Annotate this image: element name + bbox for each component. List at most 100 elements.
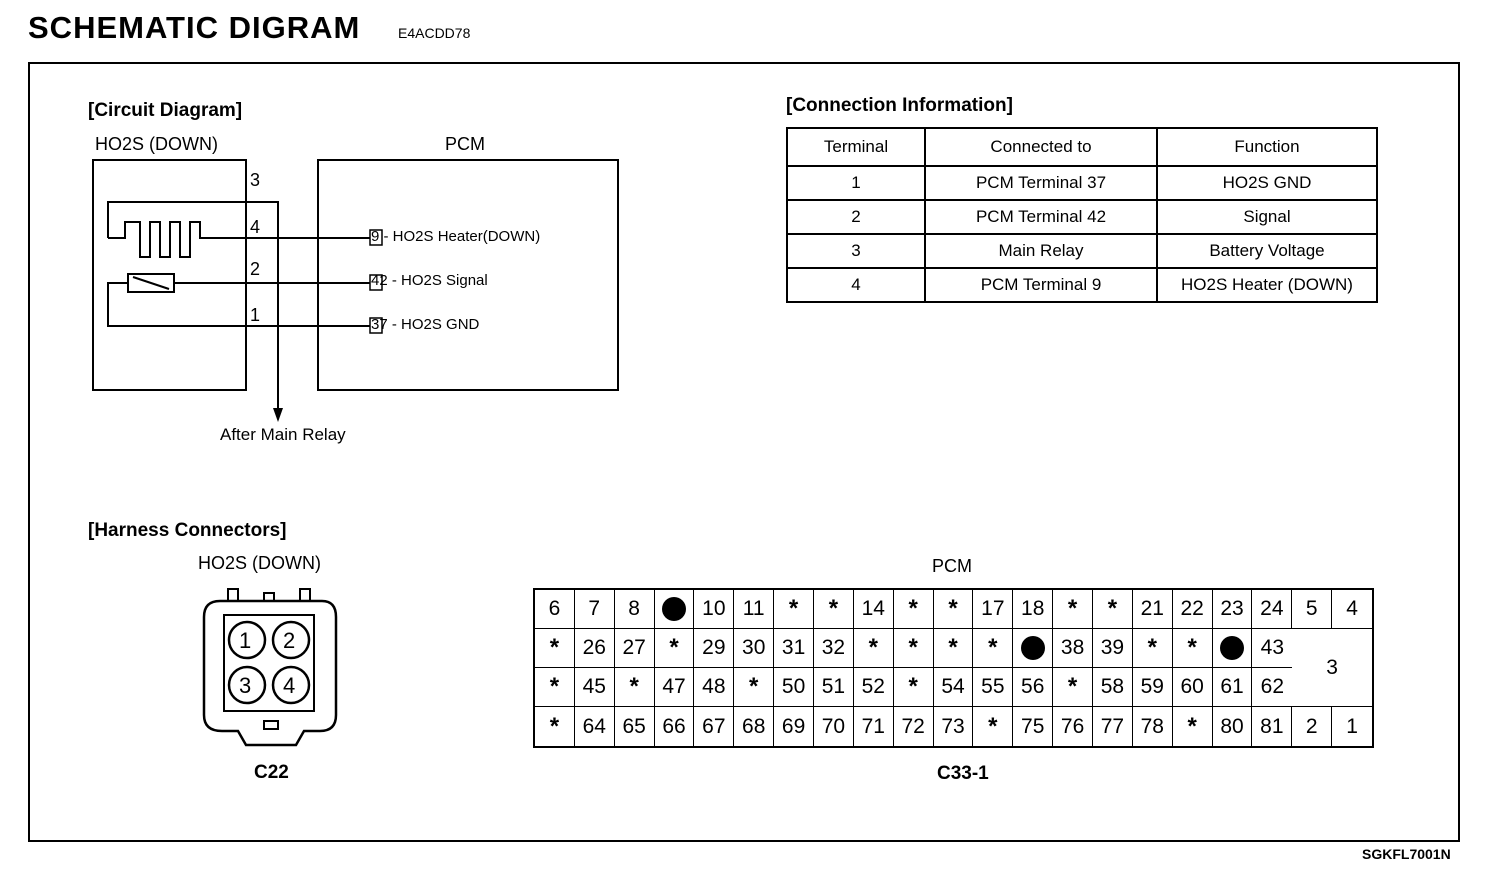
pcm-pin-cell: 39 (1093, 629, 1133, 668)
sensor-box (92, 159, 247, 391)
pcm-pin-cell: 81 (1252, 707, 1293, 746)
pcm-pin-unused: * (788, 595, 799, 622)
pcm-pin-cell: * (535, 707, 575, 746)
sensor-pin-label: 3 (250, 170, 261, 190)
pcm-pin-cell: 23 (1212, 590, 1253, 629)
pcm-pin-dot-icon (1219, 636, 1244, 660)
pcm-pin-cell: * (1173, 707, 1213, 746)
pcm-pin-cell: * (853, 629, 894, 668)
pcm-pin-unused: * (908, 595, 918, 622)
pcm-pin-cell: 56 (1013, 668, 1054, 707)
table-cell: PCM Terminal 9 (924, 267, 1158, 303)
pcm-pin-cell: 68 (734, 707, 775, 746)
pcm-pin-cell: 58 (1093, 668, 1133, 707)
pcm-pin-unused: * (948, 595, 958, 622)
sensor-connector-pin: 3 (239, 673, 252, 698)
sensor-pin-label: 4 (250, 217, 261, 237)
pcm-pin-cell: 69 (774, 707, 814, 746)
pcm-pin-unused: * (948, 634, 958, 661)
pcm-connector-id: C33-1 (937, 763, 989, 784)
pcm-pin-cell: 59 (1132, 668, 1173, 707)
pcm-pin-cell: 45 (574, 668, 615, 707)
sensor-connector-id: C22 (254, 762, 289, 783)
pcm-pin-cell: 73 (934, 707, 974, 746)
pcm-pin-cell: 76 (1053, 707, 1093, 746)
pcm-pin-unused: * (629, 673, 639, 700)
pcm-pin-cell: * (1132, 629, 1173, 668)
pcm-terminal-label: 9 - HO2S Heater(DOWN) (371, 228, 540, 245)
pcm-pin-cell: 54 (933, 668, 974, 707)
pcm-pin-cell: * (1172, 629, 1213, 668)
pcm-pin-unused: * (988, 712, 998, 740)
pcm-pin-cell: 7 (574, 590, 615, 629)
sensor-connector-icon (202, 588, 338, 747)
table-header: Terminal (786, 127, 926, 167)
table-cell: Battery Voltage (1156, 233, 1378, 269)
relay-label: After Main Relay (220, 425, 346, 444)
sensor-connector-pin: 1 (239, 628, 252, 653)
table-row: 1 PCM Terminal 37 HO2S GND (786, 165, 1378, 201)
pcm-pin-cell: 26 (574, 629, 615, 668)
pcm-pin-cell: 27 (614, 629, 655, 668)
pcm-pin-cell: 61 (1212, 668, 1253, 707)
pcm-terminal-box (369, 317, 383, 334)
relay-wire (246, 201, 279, 410)
pcm-pin-cell: * (933, 590, 974, 629)
heater-element-icon (107, 201, 278, 238)
pcm-pin-cell: 67 (694, 707, 735, 746)
pcm-pin-cell: 43 (1252, 629, 1293, 668)
table-header: Connected to (924, 127, 1158, 167)
table-cell: Main Relay (924, 233, 1158, 269)
pcm-pin-cell: * (933, 629, 974, 668)
pcm-pin-cell: * (614, 668, 655, 707)
pcm-terminal-label: 37 - HO2S GND (371, 316, 479, 333)
pcm-pin-cell: 48 (694, 668, 735, 707)
pcm-pin-unused: * (1107, 595, 1118, 622)
pcm-pin-cell: * (654, 629, 695, 668)
pcm-pin-cell: * (535, 629, 575, 668)
pcm-pin-cell: 14 (853, 590, 894, 629)
pcm-pin-cell: 62 (1252, 668, 1293, 707)
pcm-pin-unused: * (549, 712, 560, 740)
pcm-pin-cell: 51 (814, 668, 854, 707)
table-cell: 2 (786, 199, 926, 235)
sensor-pin-label: 1 (250, 305, 261, 325)
pcm-pin-unused: * (549, 634, 560, 661)
pcm-terminal-label: 42 - HO2S Signal (371, 272, 488, 289)
harness-connectors-heading: [Harness Connectors] (88, 520, 287, 541)
circuit-sensor-label: HO2S (DOWN) (95, 134, 218, 154)
pcm-terminal-box (369, 229, 383, 246)
sensor-connector-pin: 4 (283, 673, 296, 698)
relay-arrow-icon (273, 408, 283, 422)
pcm-terminal-number: 9 (371, 228, 380, 245)
table-cell: HO2S GND (1156, 165, 1378, 201)
circuit-diagram-heading: [Circuit Diagram] (88, 100, 243, 121)
pcm-pin-cell: 1 (1346, 714, 1358, 738)
pcm-pin-unused: * (1067, 595, 1078, 622)
pcm-pin-cell: 24 (1252, 590, 1293, 629)
pcm-pin-cell (654, 590, 695, 629)
harness-sensor-label: HO2S (DOWN) (198, 553, 321, 573)
pcm-pin-unused: * (1187, 712, 1197, 740)
pcm-pin-cell: 78 (1133, 707, 1173, 746)
table-header-row: Terminal Connected to Function (786, 127, 1378, 167)
pcm-pin-cell: 70 (814, 707, 854, 746)
pcm-pin-cell: * (535, 668, 575, 707)
table-cell: HO2S Heater (DOWN) (1156, 267, 1378, 303)
pcm-pin-unused: * (1147, 634, 1157, 661)
pcm-terminal-box (369, 274, 383, 291)
heater-zigzag (108, 221, 376, 258)
pcm-pin-unused: * (669, 634, 679, 661)
pcm-pin-cell: * (1053, 590, 1093, 629)
pcm-pin-cell: * (1093, 590, 1133, 629)
pcm-pin-unused: * (1187, 634, 1197, 661)
sensor-pin-label: 2 (250, 259, 261, 279)
sensor-connector-pin: 2 (283, 628, 296, 653)
pcm-terminal-number: 37 (371, 316, 388, 333)
pcm-pin-cell: * (973, 629, 1014, 668)
pcm-pin-cell: * (893, 590, 934, 629)
pcm-pin-cell: 18 (1013, 590, 1054, 629)
diagram-frame (28, 62, 1460, 842)
pcm-pin-unused: * (868, 634, 878, 661)
